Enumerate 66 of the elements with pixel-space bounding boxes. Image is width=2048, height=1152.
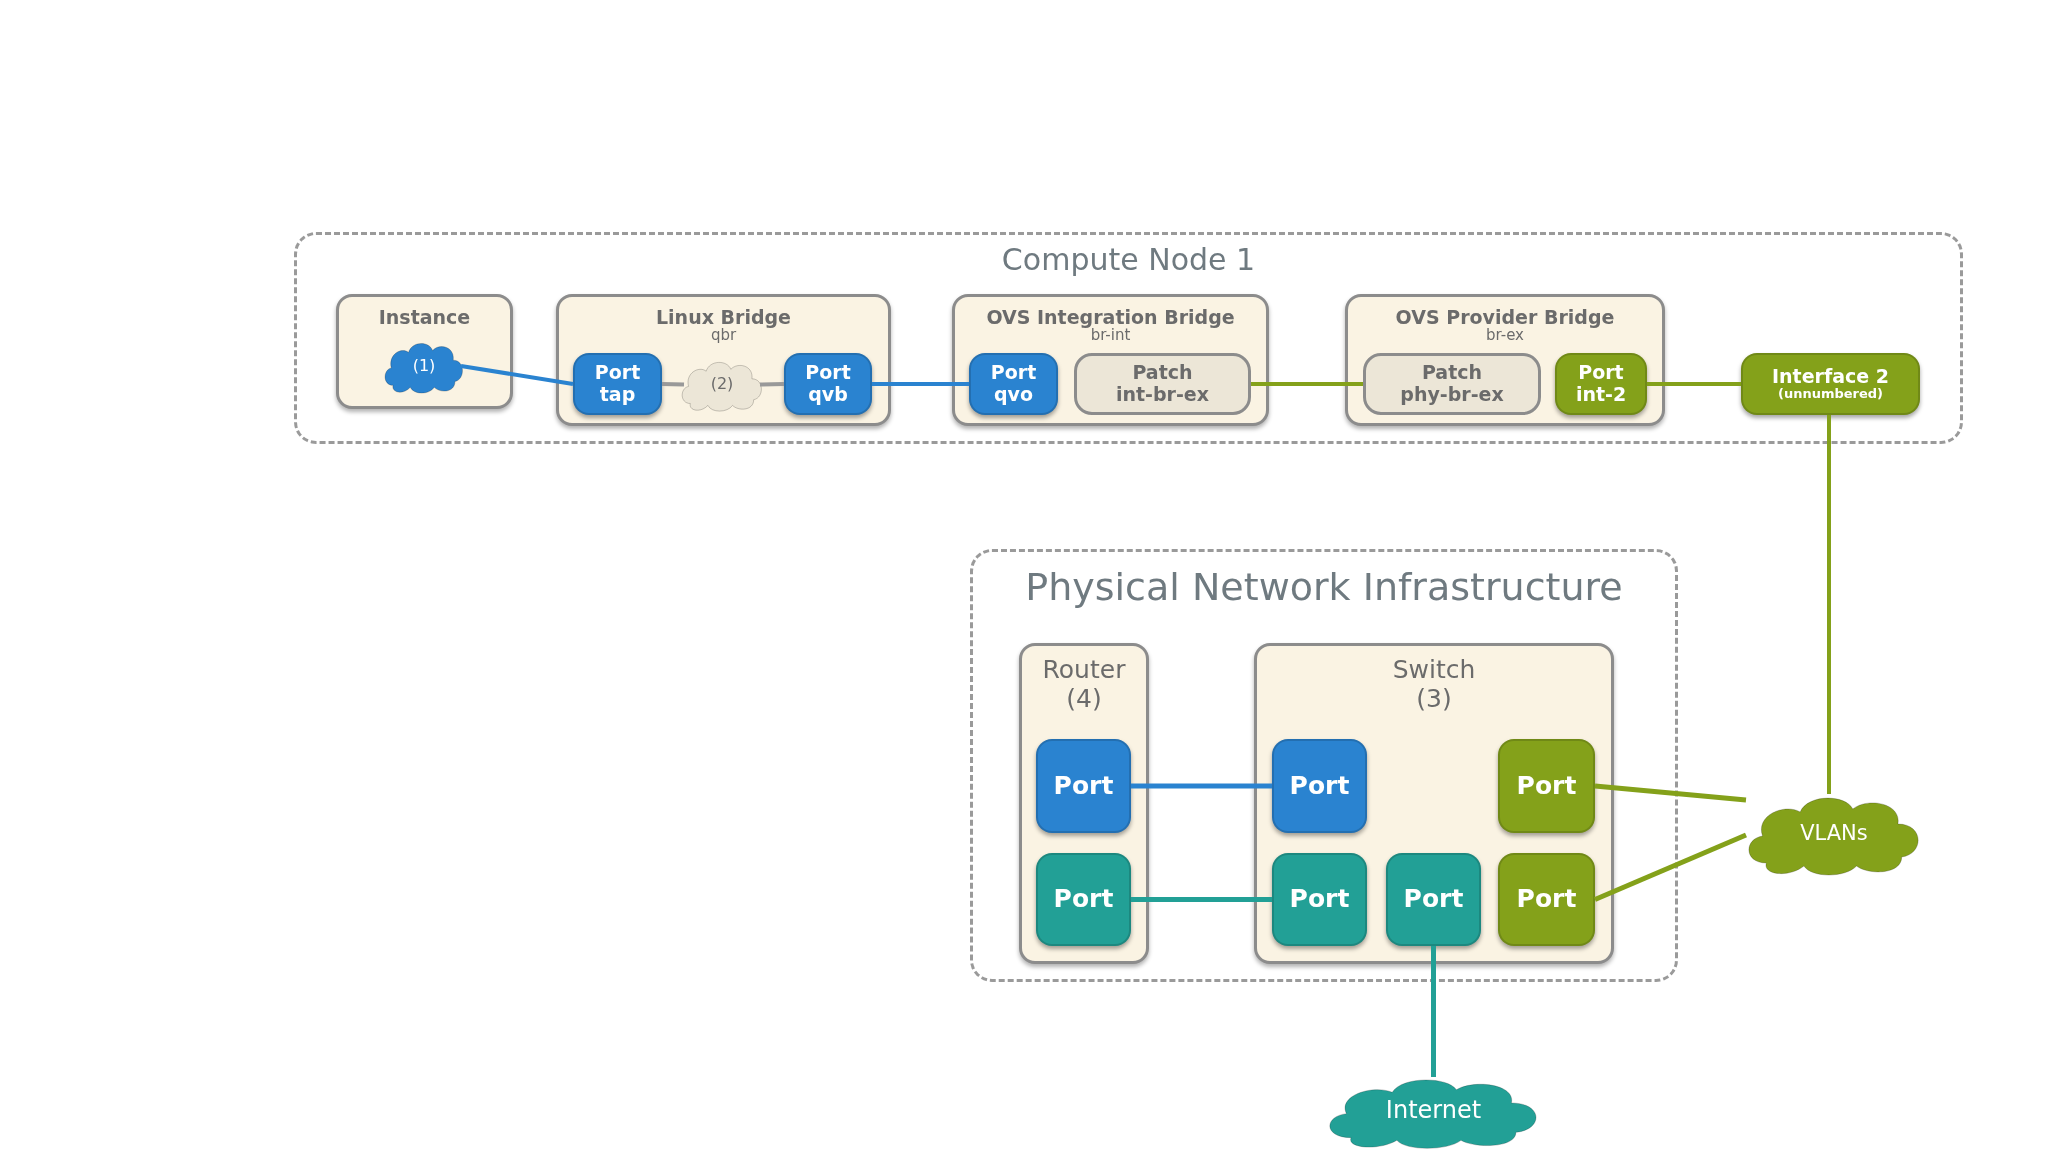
- port-box: [1272, 739, 1367, 833]
- heading: OVS Integration Bridge: [986, 307, 1235, 328]
- heading: Compute Node 1: [1001, 243, 1256, 278]
- subtitle: br-ex: [1486, 326, 1524, 345]
- bridge-box: [556, 294, 891, 426]
- label: Port: [1053, 885, 1114, 914]
- heading: OVS Provider Bridge: [1395, 307, 1615, 328]
- connector-line: [1594, 832, 1747, 902]
- subtitle: br-int: [1090, 326, 1131, 345]
- connector-line: [1431, 946, 1436, 1077]
- heading: Linux Bridge: [656, 307, 791, 328]
- port-box: [1036, 853, 1131, 946]
- bridge-box: [1345, 294, 1665, 426]
- label: Patch phy-br-ex: [1400, 362, 1504, 406]
- connector-line: [1131, 783, 1272, 789]
- subtitle: (unnumbered): [1777, 387, 1884, 403]
- subtitle: (4): [1066, 684, 1102, 714]
- connector-line: [661, 382, 685, 387]
- label: Port tap: [594, 362, 641, 406]
- connector-line: [872, 382, 969, 386]
- heading: Switch: [1392, 656, 1476, 685]
- label: Port: [1516, 771, 1577, 801]
- heading: Router: [1042, 656, 1126, 685]
- label: Port: [1289, 771, 1350, 801]
- label: Port: [1053, 771, 1114, 801]
- label: Port: [1516, 885, 1577, 914]
- label: VLANs: [1800, 820, 1868, 846]
- subtitle: qbr: [710, 326, 737, 345]
- subtitle: (3): [1416, 684, 1452, 714]
- label: Port qvo: [990, 362, 1037, 406]
- instance-box: [336, 294, 513, 409]
- label: Interface 2: [1772, 365, 1889, 388]
- heading: Physical Network Infrastructure: [1025, 566, 1623, 610]
- router-box: [1019, 643, 1149, 964]
- compute-node-region: [294, 232, 1963, 444]
- label: (2): [710, 375, 734, 394]
- port-box: [1498, 739, 1595, 833]
- port-box: [1555, 353, 1647, 415]
- connector-line: [1594, 783, 1747, 803]
- port-box: [1036, 739, 1131, 833]
- connector-line: [1647, 382, 1741, 386]
- label: (1): [412, 356, 436, 376]
- label: Port int-2: [1575, 362, 1627, 406]
- physical-network-region: [970, 549, 1678, 982]
- label: Patch int-br-ex: [1116, 362, 1209, 406]
- port-box: [1498, 853, 1595, 946]
- port-box: [1386, 853, 1481, 946]
- connector-line: [1251, 382, 1363, 386]
- port-box: [784, 353, 872, 415]
- port-box: [969, 353, 1058, 415]
- connector-line: [1827, 415, 1831, 794]
- connector-line: [460, 364, 574, 386]
- patch-port-box: [1363, 353, 1541, 415]
- label: Port: [1289, 885, 1350, 914]
- label: Port qvb: [805, 362, 851, 406]
- connector-line: [1131, 897, 1272, 902]
- port-box: [573, 353, 662, 415]
- label: Internet: [1385, 1097, 1482, 1125]
- interface-box: [1741, 353, 1920, 415]
- port-box: [1272, 853, 1367, 946]
- bridge-box: [952, 294, 1269, 426]
- label: Port: [1403, 885, 1464, 914]
- switch-box: [1254, 643, 1614, 964]
- patch-port-box: [1074, 353, 1251, 415]
- connector-line: [759, 382, 785, 387]
- heading: Instance: [378, 307, 471, 329]
